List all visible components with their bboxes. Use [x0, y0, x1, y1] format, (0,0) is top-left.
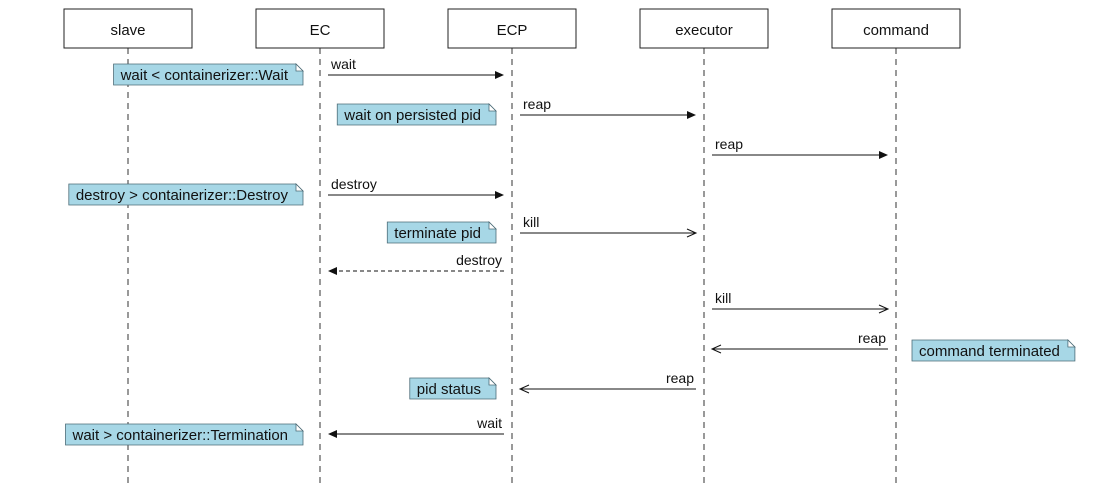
arrowhead-open-icon [686, 228, 698, 238]
note-text: wait on persisted pid [343, 107, 481, 124]
actor-label: executor [675, 22, 733, 39]
note-text: wait < containerizer::Wait [120, 67, 289, 84]
actor-label: command [863, 22, 929, 39]
note-fold-icon [295, 183, 304, 192]
actor-command: command [831, 8, 961, 49]
actor-label: EC [310, 22, 331, 39]
actors: slave EC ECP executor command [63, 8, 961, 49]
actor-label: slave [110, 22, 145, 39]
message-label: reap [715, 136, 743, 152]
actor-label: ECP [497, 22, 528, 39]
messages: wait reap reap destroy kill destroy kill reap re… [328, 56, 890, 438]
note-fold-icon [295, 63, 304, 72]
message-wait: wait [328, 415, 504, 438]
message-wait: wait [328, 56, 504, 79]
note-fold-icon [295, 423, 304, 432]
note-text: pid status [417, 381, 481, 398]
arrowhead-open-icon [710, 344, 722, 354]
note-text: terminate pid [394, 225, 481, 242]
note-box [386, 221, 497, 244]
message-label: reap [523, 96, 551, 112]
message-reap: reap [712, 136, 888, 159]
message-reap: reap [710, 330, 888, 354]
note-box [65, 423, 304, 446]
note: wait on persisted pid [336, 103, 497, 126]
arrowhead-open-icon [518, 384, 530, 394]
note-box [409, 377, 497, 400]
note-fold-icon [488, 377, 497, 386]
note: wait < containerizer::Wait [113, 63, 304, 86]
message-kill: kill [520, 214, 698, 238]
message-label: kill [523, 214, 539, 230]
arrowhead-filled-icon [687, 111, 696, 119]
message-label: reap [666, 370, 694, 386]
message-reap: reap [520, 96, 696, 119]
message-label: reap [858, 330, 886, 346]
message-destroy: destroy [328, 176, 504, 199]
actor-box [639, 8, 769, 49]
actor-box [63, 8, 193, 49]
note: wait > containerizer::Termination [65, 423, 304, 446]
lifelines [127, 48, 897, 487]
note: terminate pid [386, 221, 497, 244]
note-fold-icon [488, 221, 497, 230]
note-box [911, 339, 1076, 362]
note-box [68, 183, 304, 206]
actor-executor: executor [639, 8, 769, 49]
message-destroy: destroy [328, 252, 504, 275]
actor-slave: slave [63, 8, 193, 49]
actor-ecp: ECP [447, 8, 577, 49]
message-reap: reap [518, 370, 696, 394]
arrowhead-filled-icon [495, 191, 504, 199]
message-label: wait [330, 56, 356, 72]
actor-box [831, 8, 961, 49]
actor-box [447, 8, 577, 49]
message-label: kill [715, 290, 731, 306]
arrowhead-filled-icon [328, 430, 337, 438]
arrowhead-open-icon [878, 304, 890, 314]
message-kill: kill [712, 290, 890, 314]
note: destroy > containerizer::Destroy [68, 183, 304, 206]
note: pid status [409, 377, 497, 400]
arrowhead-filled-icon [328, 267, 337, 275]
message-label: destroy [456, 252, 502, 268]
message-label: wait [476, 415, 502, 431]
message-label: destroy [331, 176, 377, 192]
note-fold-icon [1067, 339, 1076, 348]
actor-box [255, 8, 385, 49]
note-text: destroy > containerizer::Destroy [76, 187, 289, 204]
note-text: command terminated [919, 343, 1060, 360]
note-box [336, 103, 497, 126]
note-fold-icon [488, 103, 497, 112]
note-box [113, 63, 304, 86]
note-text: wait > containerizer::Termination [71, 427, 288, 444]
arrowhead-filled-icon [495, 71, 504, 79]
arrowhead-filled-icon [879, 151, 888, 159]
note: command terminated [911, 339, 1076, 362]
actor-ec: EC [255, 8, 385, 49]
